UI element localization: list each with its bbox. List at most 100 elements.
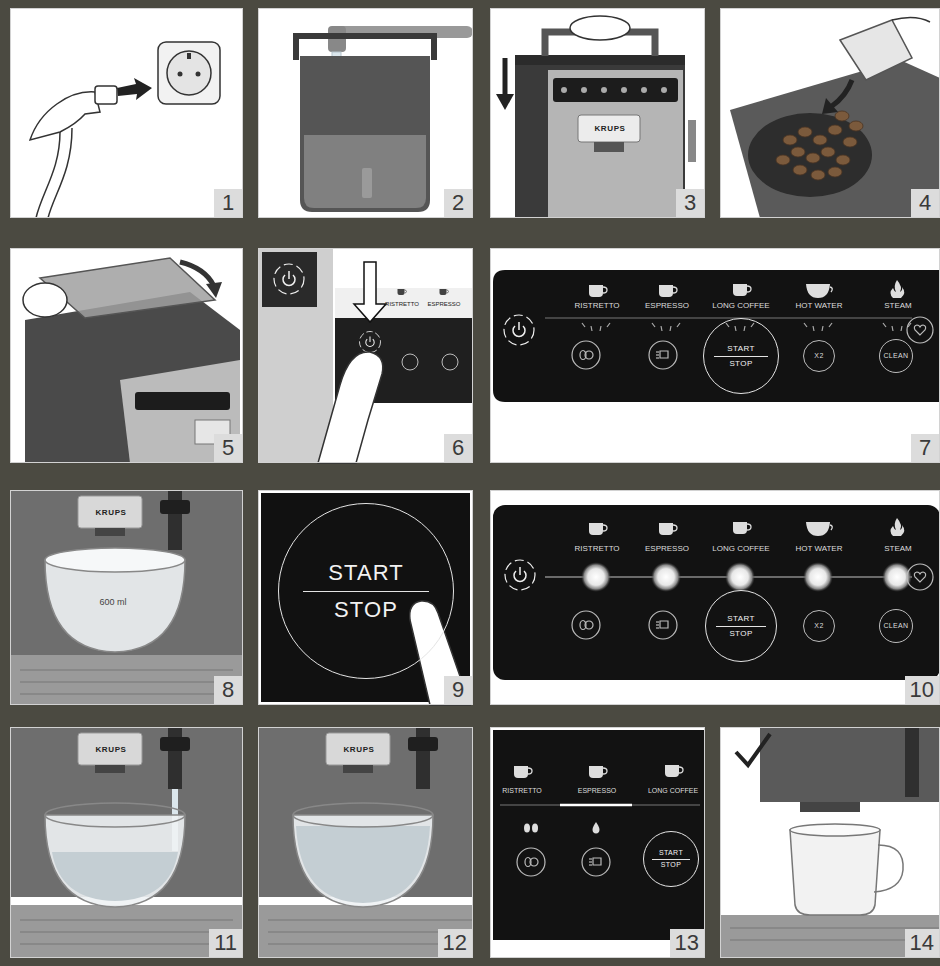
panel-grounds-part	[490, 248, 940, 463]
insert-tank-drawing-part	[548, 70, 683, 218]
power-button-drawing-part	[398, 289, 407, 295]
filling-bowl-drawing-part	[95, 765, 125, 773]
beans-drawing-part	[730, 60, 940, 218]
lit-panel-drawing-part	[725, 562, 755, 592]
button-label: STOP	[661, 861, 681, 869]
step-panel: 1	[10, 8, 243, 218]
step-panel: 10STARTSTOPX2CLEANRISTRETTOESPRESSOLONG …	[490, 490, 940, 705]
panel-grounds	[10, 8, 940, 958]
drink-label: RISTRETTO	[385, 301, 419, 308]
lit-panel-drawing-part	[589, 523, 607, 535]
beans-drawing-part-part	[811, 170, 825, 180]
beans-drawing-part	[776, 111, 863, 180]
beans-drawing-part-part	[813, 135, 827, 145]
beans-drawing-part-part	[849, 121, 863, 131]
bowl-drawing-part	[10, 655, 243, 705]
brand-label: KRUPS	[594, 125, 625, 134]
lit-panel-drawing-part	[803, 562, 833, 592]
step-number: 2	[444, 189, 472, 217]
insert-tank-drawing-part	[601, 87, 607, 93]
plug-in-drawing-part	[187, 53, 191, 59]
choice-panel-drawing-part	[532, 824, 538, 833]
control-panel-drawing-part	[589, 285, 607, 297]
button-label: STOP	[729, 629, 752, 638]
power-button-drawing-part	[354, 262, 386, 322]
button-label: X2	[814, 352, 823, 360]
bowl-drawing-part	[20, 670, 233, 694]
step-panel: 3KRUPS	[490, 8, 705, 218]
panel-grounds-part	[720, 727, 940, 958]
insert-tank-drawing-part	[661, 87, 667, 93]
choice-panel-drawing-part	[524, 824, 530, 833]
lid-drawing-part	[40, 258, 215, 318]
drink-label: ESPRESSO	[645, 545, 689, 554]
lid-drawing-part	[135, 392, 230, 410]
panel-grounds-part	[490, 490, 940, 705]
step-number: 5	[214, 434, 242, 462]
insert-tank-drawing-part	[503, 58, 508, 96]
insert-tank-drawing-part	[594, 142, 624, 152]
bowl-drawing-part	[10, 490, 243, 655]
lit-panel-drawing-part	[649, 611, 677, 639]
full-bowl-drawing-part	[296, 826, 430, 903]
drink-label: LONG COFFEE	[712, 545, 769, 554]
control-panel-drawing-part	[907, 317, 933, 343]
drink-label: HOT WATER	[796, 302, 843, 311]
step-number: 6	[444, 434, 472, 462]
lit-panel-drawing-part	[493, 505, 940, 680]
panel-grounds-part	[258, 248, 473, 463]
panel-grounds-part	[490, 8, 705, 218]
power-button-drawing-part	[335, 288, 473, 318]
choice-panel-drawing-part	[592, 822, 599, 834]
beans-drawing-part-part	[783, 135, 797, 145]
power-button-drawing-part	[442, 354, 458, 370]
step-number: 10	[905, 676, 939, 704]
lit-panel-drawing-part	[651, 562, 681, 592]
start-stop-button: STARTSTOP	[703, 318, 779, 394]
lit-panel-drawing-part	[907, 564, 933, 590]
full-bowl-drawing-part	[293, 815, 433, 907]
start-stop-button: START STOP	[643, 831, 699, 887]
control-panel-drawing-part	[726, 323, 754, 331]
drink-label: LONG COFFEE	[648, 787, 698, 795]
coffee-cup-drawing-part	[905, 727, 919, 797]
insert-tank-drawing	[496, 16, 696, 218]
power-button-drawing-part-part	[440, 289, 449, 295]
power-button-drawing-part-part	[360, 332, 381, 353]
button-label: START	[659, 849, 683, 857]
step-number: 7	[911, 434, 939, 462]
button-divider	[714, 356, 767, 357]
beans-drawing-part	[832, 80, 852, 106]
choice-panel-drawing-part	[582, 848, 610, 876]
plug-in-drawing-part	[95, 86, 117, 104]
power-button-drawing-part-part	[274, 264, 304, 294]
coffee-cup-drawing-part	[800, 802, 860, 812]
step-panel: 11KRUPS	[10, 727, 243, 958]
coffee-cup-drawing-part	[874, 845, 903, 892]
round-button: X2	[803, 340, 835, 372]
coffee-cup-drawing-part	[720, 915, 940, 958]
brand-label: KRUPS	[95, 746, 126, 755]
round-button: CLEAN	[879, 609, 913, 643]
power-button-drawing-part	[440, 289, 449, 295]
control-panel-drawing-part	[649, 341, 677, 369]
drink-label: ESPRESSO	[645, 302, 689, 311]
start-button-drawing	[261, 493, 470, 705]
filling-bowl-drawing-part	[52, 852, 178, 901]
panel-grounds-part	[490, 727, 705, 958]
drink-label: LONG COFFEE	[712, 302, 769, 311]
insert-tank-drawing-part	[496, 94, 514, 110]
step-panel: 5	[10, 248, 243, 463]
button-label: START	[727, 344, 754, 353]
water-tank-drawing	[296, 26, 473, 212]
panel-grounds-part	[258, 490, 473, 705]
insert-tank-drawing-part	[561, 87, 567, 93]
control-panel-drawing-part	[733, 284, 751, 296]
step-number: 4	[911, 189, 939, 217]
button-label: START	[328, 560, 404, 585]
beans-drawing-part-part	[798, 127, 812, 137]
power-button-drawing	[258, 248, 473, 463]
panel-grounds-part	[258, 727, 473, 958]
start-stop-button: STARTSTOP	[705, 590, 777, 662]
